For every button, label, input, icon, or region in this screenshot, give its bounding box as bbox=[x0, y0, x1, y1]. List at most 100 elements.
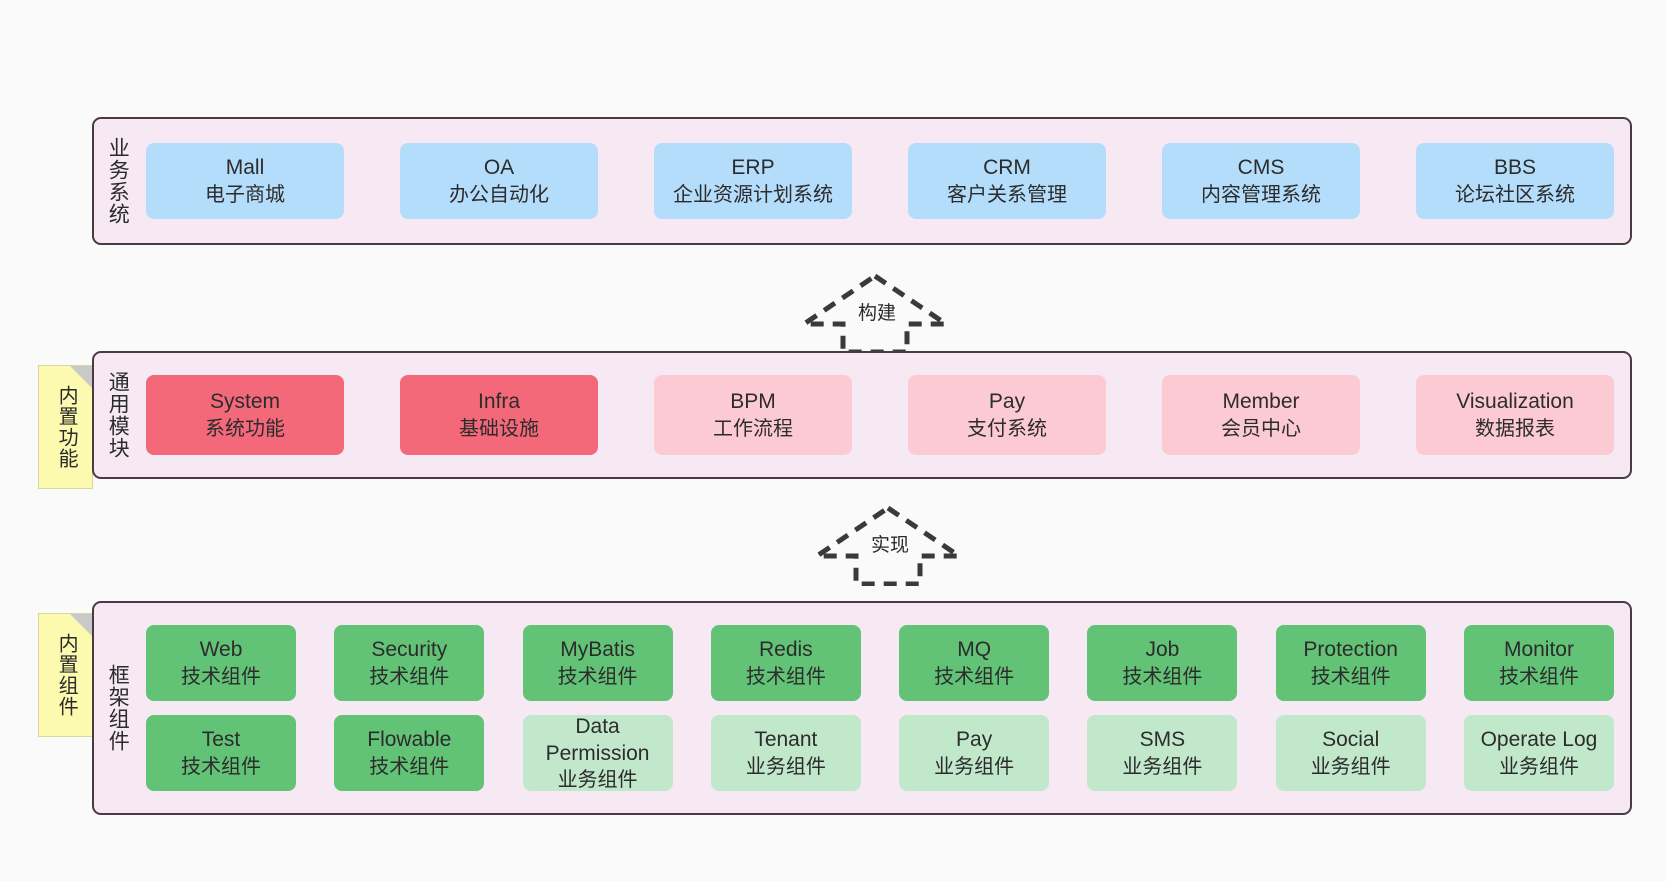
node-title: Member bbox=[1222, 390, 1300, 414]
node-subtitle: 业务组件 bbox=[1498, 755, 1579, 778]
node-subtitle: 技术组件 bbox=[369, 755, 450, 778]
node-security[interactable]: Security 技术组件 bbox=[334, 625, 485, 701]
node-title: Protection bbox=[1303, 638, 1398, 662]
node-title: BBS bbox=[1493, 156, 1537, 180]
node-sms[interactable]: SMS 业务组件 bbox=[1087, 715, 1238, 791]
layer-common-modules-title: 通用模块 bbox=[106, 371, 130, 459]
node-operate-log[interactable]: Operate Log 业务组件 bbox=[1463, 715, 1614, 791]
layer-framework-components-body: Web 技术组件 Security 技术组件 MyBatis 技术组件 Redi… bbox=[140, 603, 1630, 813]
node-cms[interactable]: CMS 内容管理系统 bbox=[1162, 143, 1360, 219]
connector-build: 构建 bbox=[800, 272, 950, 354]
node-pay-component[interactable]: Pay 业务组件 bbox=[899, 715, 1050, 791]
node-title: Social bbox=[1322, 728, 1380, 752]
node-title: Test bbox=[201, 728, 241, 752]
node-subtitle: 企业资源计划系统 bbox=[673, 183, 833, 206]
node-system[interactable]: System 系统功能 bbox=[146, 375, 344, 455]
node-monitor[interactable]: Monitor 技术组件 bbox=[1463, 625, 1614, 701]
node-title: Infra bbox=[477, 390, 521, 414]
note-label: 内置组件 bbox=[55, 633, 78, 717]
node-mall[interactable]: Mall 电子商城 bbox=[146, 143, 344, 219]
node-subtitle: 支付系统 bbox=[967, 417, 1047, 440]
node-infra[interactable]: Infra 基础设施 bbox=[400, 375, 598, 455]
layer-business-systems-title: 业务系统 bbox=[106, 137, 130, 225]
node-title: Tenant bbox=[754, 728, 818, 752]
node-subtitle: 客户关系管理 bbox=[947, 183, 1067, 206]
node-title: Pay bbox=[988, 390, 1026, 414]
node-subtitle: 技术组件 bbox=[934, 665, 1015, 688]
node-title: CRM bbox=[983, 156, 1031, 180]
note-builtin-features: 内置功能 bbox=[38, 365, 93, 489]
node-title: SMS bbox=[1139, 728, 1186, 752]
node-flowable[interactable]: Flowable 技术组件 bbox=[334, 715, 485, 791]
node-subtitle: 数据报表 bbox=[1475, 417, 1555, 440]
node-title: MyBatis bbox=[560, 638, 635, 662]
node-web[interactable]: Web 技术组件 bbox=[146, 625, 296, 701]
node-title: ERP bbox=[731, 156, 775, 180]
layer-business-systems-body: Mall 电子商城 OA 办公自动化 ERP 企业资源计划系统 CRM 客户关系… bbox=[140, 119, 1630, 243]
node-title: Monitor bbox=[1503, 638, 1574, 662]
node-title: Redis bbox=[758, 638, 813, 662]
node-subtitle: 工作流程 bbox=[713, 417, 793, 440]
node-subtitle: 技术组件 bbox=[1310, 665, 1391, 688]
node-row: Web 技术组件 Security 技术组件 MyBatis 技术组件 Redi… bbox=[146, 625, 1614, 701]
connector-implement-label: 实现 bbox=[869, 530, 912, 557]
node-bbs[interactable]: BBS 论坛社区系统 bbox=[1416, 143, 1614, 219]
node-subtitle: 系统功能 bbox=[205, 417, 285, 440]
node-subtitle: 业务组件 bbox=[934, 755, 1015, 778]
node-subtitle: 业务组件 bbox=[557, 769, 638, 792]
node-visualization[interactable]: Visualization 数据报表 bbox=[1416, 375, 1614, 455]
node-subtitle: 技术组件 bbox=[1122, 665, 1203, 688]
node-redis[interactable]: Redis 技术组件 bbox=[710, 625, 861, 701]
node-title: Job bbox=[1145, 638, 1180, 662]
node-social[interactable]: Social 业务组件 bbox=[1275, 715, 1426, 791]
connector-implement: 实现 bbox=[813, 504, 963, 586]
layer-framework-components-title: 框架组件 bbox=[106, 664, 130, 752]
node-title: CMS bbox=[1237, 156, 1285, 180]
node-member[interactable]: Member 会员中心 bbox=[1162, 375, 1360, 455]
node-job[interactable]: Job 技术组件 bbox=[1087, 625, 1238, 701]
node-row: System 系统功能 Infra 基础设施 BPM 工作流程 Pay 支付系统… bbox=[146, 375, 1614, 455]
node-subtitle: 技术组件 bbox=[1498, 665, 1579, 688]
node-subtitle: 电子商城 bbox=[205, 183, 285, 206]
node-protection[interactable]: Protection 技术组件 bbox=[1275, 625, 1426, 701]
node-tenant[interactable]: Tenant 业务组件 bbox=[710, 715, 861, 791]
layer-common-modules-body: System 系统功能 Infra 基础设施 BPM 工作流程 Pay 支付系统… bbox=[140, 353, 1630, 477]
node-title: Operate Log bbox=[1480, 728, 1598, 752]
node-mybatis[interactable]: MyBatis 技术组件 bbox=[522, 625, 673, 701]
node-row: Mall 电子商城 OA 办公自动化 ERP 企业资源计划系统 CRM 客户关系… bbox=[146, 143, 1614, 219]
note-label: 内置功能 bbox=[55, 385, 78, 469]
node-subtitle: 业务组件 bbox=[745, 755, 826, 778]
node-subtitle: 技术组件 bbox=[745, 665, 826, 688]
node-subtitle: 技术组件 bbox=[181, 665, 261, 688]
node-title: MQ bbox=[957, 638, 992, 662]
node-title: OA bbox=[483, 156, 515, 180]
node-subtitle: 技术组件 bbox=[557, 665, 638, 688]
note-builtin-components: 内置组件 bbox=[38, 613, 93, 737]
node-bpm[interactable]: BPM 工作流程 bbox=[654, 375, 852, 455]
node-subtitle: 论坛社区系统 bbox=[1455, 183, 1575, 206]
node-subtitle: 内容管理系统 bbox=[1201, 183, 1321, 206]
node-pay[interactable]: Pay 支付系统 bbox=[908, 375, 1106, 455]
node-test[interactable]: Test 技术组件 bbox=[146, 715, 296, 791]
node-title: Flowable bbox=[367, 728, 452, 752]
node-subtitle: 业务组件 bbox=[1122, 755, 1203, 778]
node-data-permission[interactable]: Data Permission 业务组件 bbox=[522, 714, 673, 792]
layer-framework-components: 框架组件 Web 技术组件 Security 技术组件 MyBatis 技术组件… bbox=[92, 601, 1632, 815]
node-title: Data Permission bbox=[545, 714, 650, 765]
node-crm[interactable]: CRM 客户关系管理 bbox=[908, 143, 1106, 219]
node-title: System bbox=[209, 390, 280, 414]
node-title: BPM bbox=[730, 390, 776, 414]
node-oa[interactable]: OA 办公自动化 bbox=[400, 143, 598, 219]
node-subtitle: 业务组件 bbox=[1310, 755, 1391, 778]
node-subtitle: 技术组件 bbox=[181, 755, 261, 778]
node-erp[interactable]: ERP 企业资源计划系统 bbox=[654, 143, 852, 219]
layer-common-modules: 通用模块 System 系统功能 Infra 基础设施 BPM 工作流程 Pay… bbox=[92, 351, 1632, 479]
node-title: Security bbox=[371, 638, 448, 662]
node-row: Test 技术组件 Flowable 技术组件 Data Permission … bbox=[146, 715, 1614, 791]
node-mq[interactable]: MQ 技术组件 bbox=[899, 625, 1050, 701]
node-title: Visualization bbox=[1456, 390, 1574, 414]
node-title: Web bbox=[199, 638, 243, 662]
node-subtitle: 技术组件 bbox=[369, 665, 450, 688]
node-subtitle: 办公自动化 bbox=[449, 183, 549, 206]
